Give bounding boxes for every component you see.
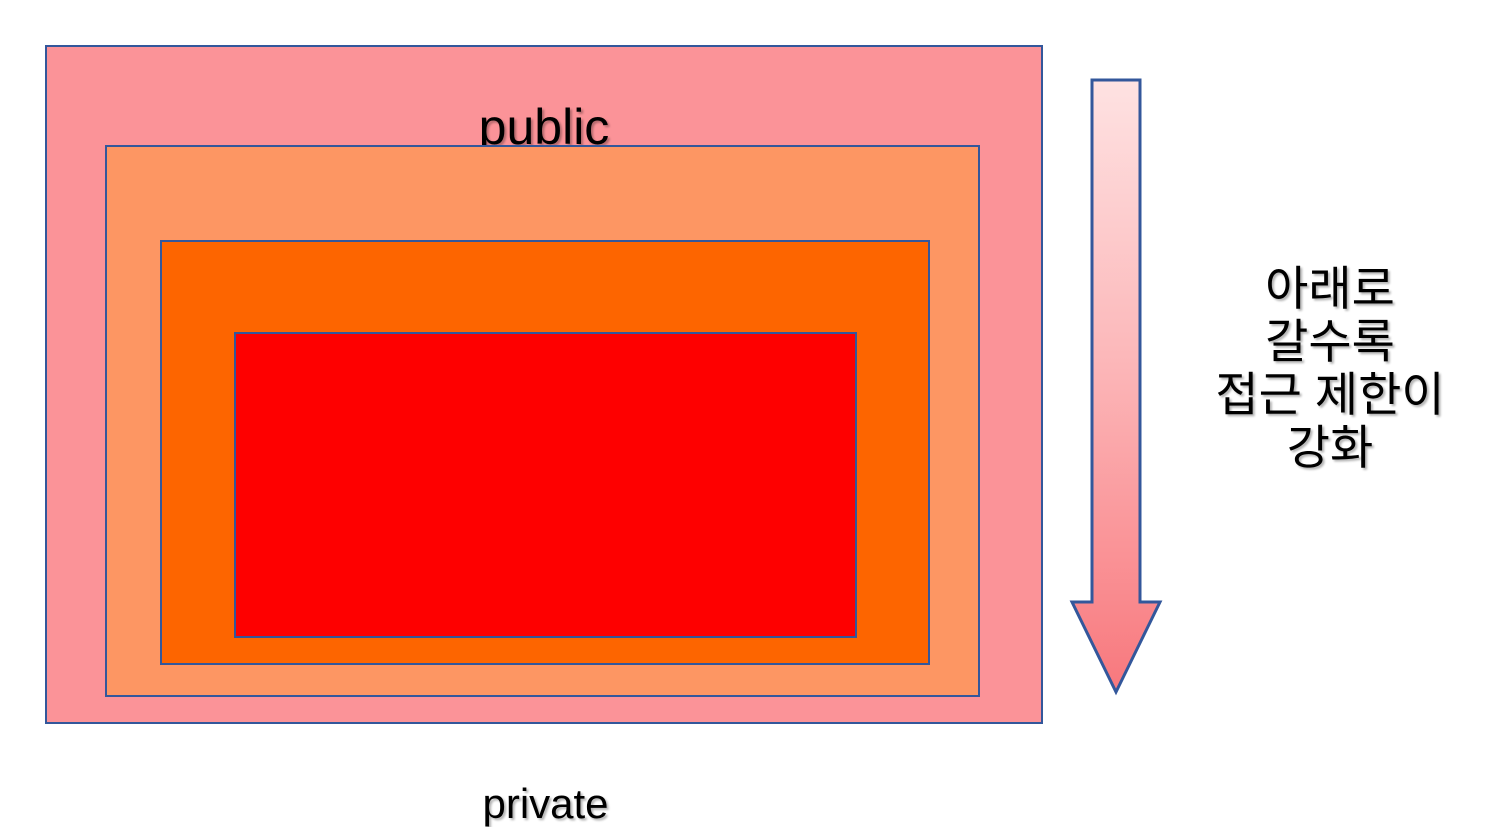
annotation-line-3: 접근 제한이 — [1215, 368, 1445, 422]
annotation-line-1: 아래로 — [1265, 262, 1395, 315]
diagram-canvas: public protected default private 아래로 갈수록… — [45, 45, 1480, 826]
annotation-line-4: 강화 — [1286, 421, 1374, 475]
scope-label-public: public — [478, 99, 610, 155]
annotation-text: 아래로 갈수록 접근 제한이 강화 — [1180, 262, 1480, 474]
downward-arrow-icon — [1060, 78, 1172, 700]
scope-label-private: private — [482, 780, 609, 827]
annotation-line-2: 갈수록 — [1265, 315, 1395, 369]
scope-box-private: private — [234, 332, 857, 826]
